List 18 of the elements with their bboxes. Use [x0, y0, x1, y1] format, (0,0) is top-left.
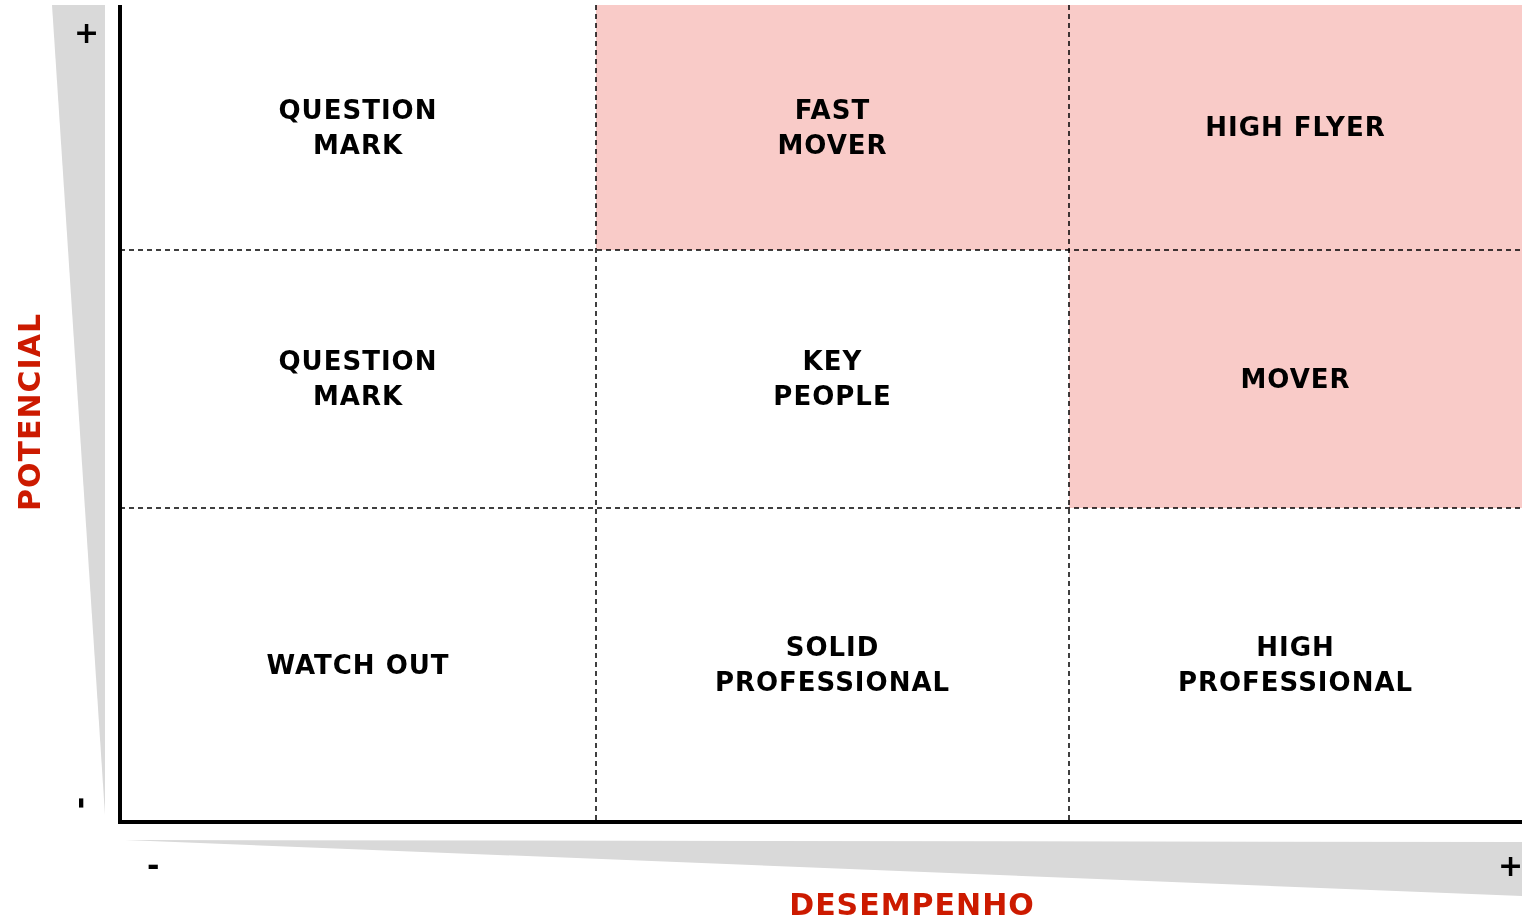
axis-title: POTENCIAL	[13, 312, 47, 512]
axis-title: DESEMPENHO	[789, 888, 1035, 919]
axis-sign: -	[67, 796, 98, 810]
cell-label: KEY PEOPLE	[773, 345, 892, 413]
cell-label: WATCH OUT	[266, 648, 450, 682]
axis-sign: +	[1498, 851, 1522, 881]
highlighted-cell	[1069, 250, 1522, 508]
highlighted-cell	[596, 5, 1069, 250]
cell-label: HIGH FLYER	[1205, 111, 1386, 144]
axis-sign: +	[74, 18, 100, 48]
cell-label: QUESTION MARK	[278, 93, 438, 162]
highlighted-cell	[1069, 5, 1522, 250]
cell-label: HIGH PROFESSIONAL	[1177, 631, 1414, 699]
cell-label: MOVER	[1240, 362, 1351, 396]
cell-label: SOLID PROFESSIONAL	[714, 631, 951, 699]
cell-label: QUESTION MARK	[278, 345, 438, 413]
axis-sign: -	[147, 851, 160, 881]
cell-label: FAST MOVER	[777, 93, 888, 162]
